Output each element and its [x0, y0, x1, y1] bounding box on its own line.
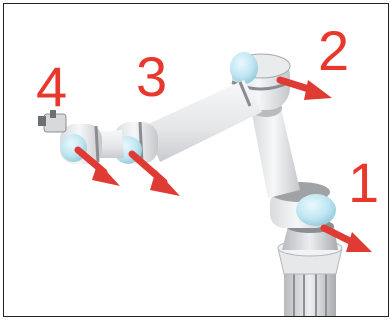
label-joint-2: 2	[318, 19, 349, 82]
label-joint-4: 4	[36, 55, 67, 118]
robot-arm-figure: 1 2 3 4	[3, 3, 389, 317]
arrow-joint-3	[132, 154, 180, 196]
robot-arm-illustration: 1 2 3 4	[4, 4, 388, 316]
label-joint-3: 3	[136, 45, 167, 108]
label-joint-1: 1	[348, 151, 379, 214]
